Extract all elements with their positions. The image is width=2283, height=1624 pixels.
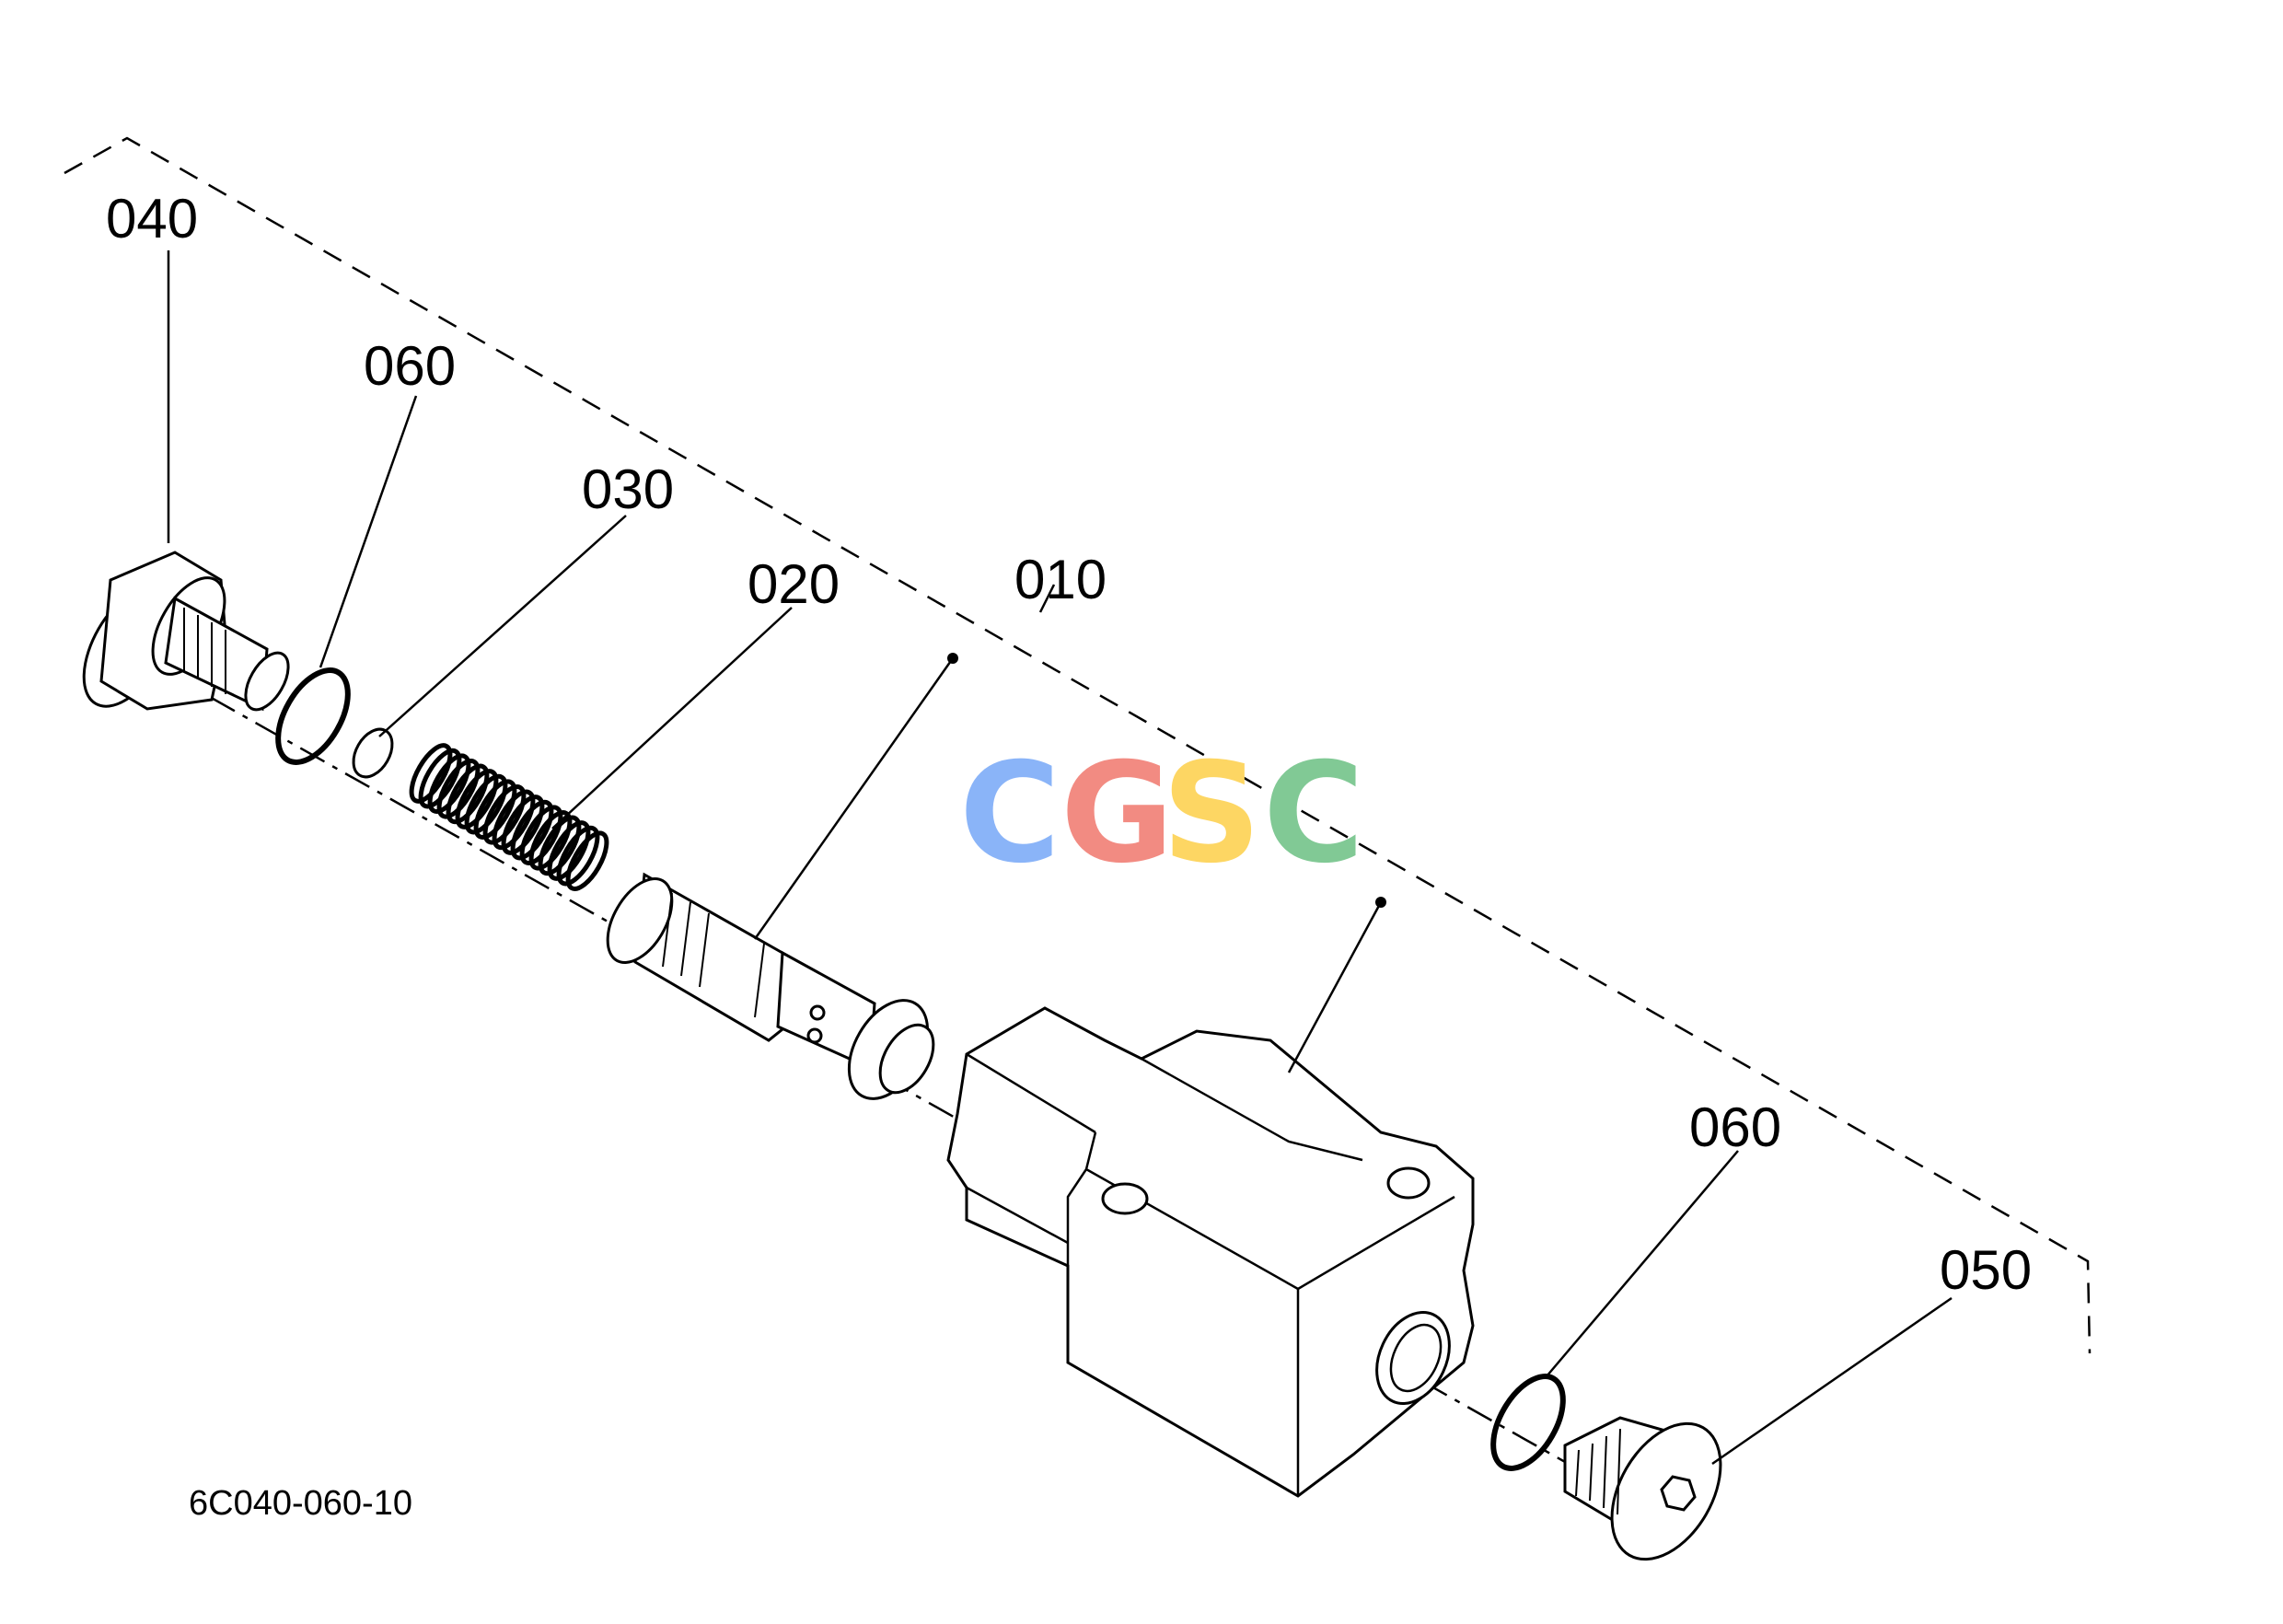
spring-coil <box>510 799 554 861</box>
label-020: 020 <box>747 553 840 615</box>
spring-coil <box>473 779 517 840</box>
watermark-letter-2: G <box>1060 734 1174 894</box>
part-060-o-ring-bottom <box>1490 1374 1566 1471</box>
spring-coil <box>482 784 527 845</box>
spring-coil <box>409 743 453 804</box>
part-050-socket-plug <box>1563 1416 1722 1561</box>
spring-coil <box>528 810 573 871</box>
label-050: 050 <box>1940 1239 2032 1301</box>
assembly-axis <box>165 670 1667 1521</box>
spring-coil <box>492 789 536 851</box>
label-030: 030 <box>582 458 674 520</box>
spring-coil <box>538 815 582 876</box>
part-spool <box>606 872 935 1100</box>
label-060-bottom: 060 <box>1689 1096 1781 1158</box>
cgsc-watermark: C G S C <box>959 734 1364 894</box>
spring-coil <box>464 773 508 835</box>
part-030-ring <box>352 727 394 779</box>
label-060-top: 060 <box>364 335 456 397</box>
spring-coil <box>565 830 609 891</box>
spring-coil <box>547 820 591 881</box>
spring-coil <box>501 795 545 855</box>
part-020-spring <box>409 743 609 891</box>
spring-coil <box>446 763 490 825</box>
part-060-o-ring-top <box>275 667 351 765</box>
label-010: 010 <box>1014 549 1107 610</box>
spring-coil <box>455 769 499 829</box>
spring-coil <box>519 805 563 865</box>
spring-coil <box>427 753 471 814</box>
part-040-plug <box>82 551 290 712</box>
spring-coil <box>556 825 600 887</box>
drawing-code: 6C040-060-10 <box>189 1484 412 1523</box>
watermark-letter-1: C <box>959 734 1060 894</box>
spring-coil <box>436 759 481 819</box>
spring-coil <box>418 748 462 809</box>
assembly-boundary <box>64 136 2092 1354</box>
label-040: 040 <box>106 188 198 249</box>
leader-lines <box>167 250 1953 1466</box>
watermark-letter-3: S <box>1162 734 1261 894</box>
part-010-valve-body <box>946 1006 1475 1498</box>
watermark-letter-4: C <box>1263 734 1364 894</box>
